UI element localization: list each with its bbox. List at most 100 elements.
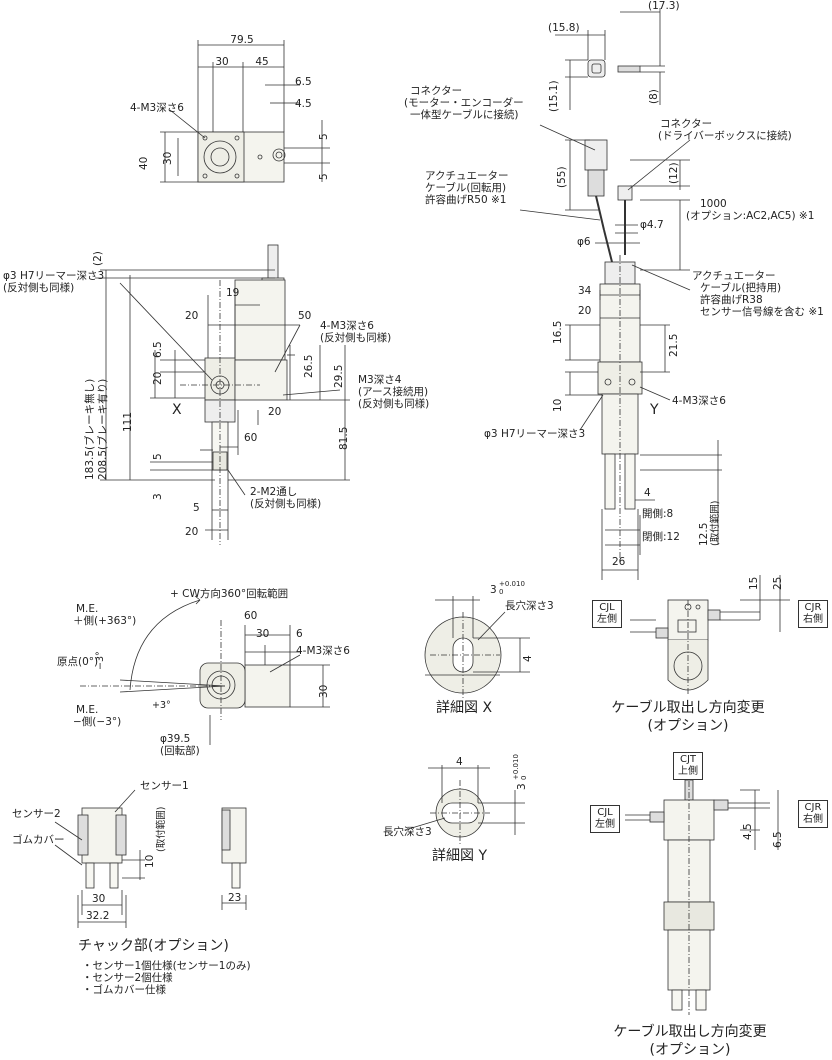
chuck-dim-30: 30 [92, 893, 106, 905]
label-plus-side: ＋側(+363°) [73, 615, 137, 627]
detail-x-title: 詳細図 X [436, 700, 493, 716]
label-mount-range-side: (取付範囲) [710, 500, 721, 546]
label-connector-2: コネクター [660, 118, 713, 130]
label-cable-rot-2: ケーブル(回転用) [425, 182, 507, 194]
dim-15-8: (15.8) [548, 22, 580, 34]
rotation-view-drawing [80, 595, 330, 745]
dim-30-top: 30 [215, 56, 229, 68]
dim-29-5: 29.5 [333, 364, 345, 388]
dim-6-rot: 6 [296, 628, 303, 640]
label-connector-1-sub2: 一体型ケーブルに接続) [410, 109, 519, 121]
label-cw-range: + CW方向360°回転範囲 [170, 588, 289, 600]
dim-20-front-c: 20 [268, 406, 282, 418]
cable1-title: ケーブル取出し方向変更 [611, 700, 765, 716]
dim-12: (12) [668, 162, 680, 184]
dim-20-side: 20 [578, 305, 592, 317]
cable1-dim-25: 25 [772, 576, 784, 590]
label-phi3-front: φ3 H7リーマー深さ3 [3, 270, 105, 282]
detail-y-tol-lower: 0 [520, 775, 528, 780]
label-4-m3-top: 4-M3深さ6 [130, 102, 184, 114]
label-connector-1: コネクター [410, 85, 463, 97]
cjl-code-2: CJL [597, 807, 613, 818]
dim-20-front-b: 20 [152, 371, 164, 385]
label-4-m3-side: 4-M3深さ6 [672, 395, 726, 407]
front-view-drawing [95, 244, 350, 545]
cjr-side-1: 右側 [803, 614, 823, 625]
dim-79-5: 79.5 [230, 34, 254, 46]
label-opposite-2: (反対側も同様) [320, 332, 392, 344]
connector-drawing [519, 8, 691, 271]
cjl-code-1: CJL [599, 602, 615, 613]
label-sensor2: センサー2 [12, 808, 61, 820]
detail-y-title: 詳細図 Y [432, 848, 488, 864]
dim-2: (2) [92, 251, 104, 266]
cjt-side: 上側 [678, 766, 698, 777]
detail-y-dim-3: 3 [516, 783, 528, 790]
cjr-code-2: CJR [804, 802, 822, 813]
chuck-mount-range: (取付範囲) [156, 806, 167, 852]
detail-x-dim-3: 3 [490, 584, 497, 596]
label-cable-rot-1: アクチュエーター [425, 170, 509, 182]
cjr-code-1: CJR [804, 602, 822, 613]
dim-50: 50 [298, 310, 312, 322]
label-4-m3-rot: 4-M3深さ6 [296, 645, 350, 657]
dim-45: 45 [255, 56, 269, 68]
label-4-m3-front: 4-M3深さ6 [320, 320, 374, 332]
cjt-code: CJT [679, 754, 697, 765]
label-cable-grip-3: 許容曲げR38 [700, 294, 763, 306]
cable-option-1-drawing [630, 575, 790, 695]
dim-6-5-front: 6.5 [152, 341, 164, 358]
dim-26: 26 [612, 556, 626, 568]
cable-option-2-drawing [625, 760, 779, 1015]
cable2-dim-4-5: 4.5 [742, 823, 754, 840]
detail-y-slot: 長穴深さ3 [383, 826, 432, 838]
dim-5-front-b: 5 [193, 502, 200, 514]
detail-x-dim-4: 4 [522, 655, 534, 662]
cable2-subtitle: (オプション) [649, 1042, 731, 1058]
dim-20-front-a: 20 [185, 310, 199, 322]
dim-111: 111 [122, 411, 134, 432]
chuck-item-3: ・ゴムカバー仕様 [82, 984, 166, 996]
chuck-item-1: ・センサー1個仕様(センサー1のみ) [82, 960, 251, 972]
label-view-y: Y [650, 402, 659, 418]
cable2-dim-6-5: 6.5 [772, 831, 784, 848]
cable2-title: ケーブル取出し方向変更 [613, 1024, 767, 1040]
dim-55: (55) [556, 166, 568, 188]
label-sensor1: センサー1 [140, 780, 189, 792]
detail-y-drawing [404, 765, 525, 845]
label-2-m2: 2-M2通し [250, 486, 298, 498]
label-rubber-cover: ゴムカバー [12, 834, 65, 846]
dim-183-5: 183.5(ブレーキ無し) [84, 378, 96, 480]
label-cable-grip-4: センサー信号線を含む ※1 [700, 306, 824, 318]
dim-12-5: 12.5 [698, 522, 710, 546]
detail-x-slot: 長穴深さ3 [505, 600, 554, 612]
label-me-plus: M.E. [76, 603, 99, 615]
detail-x-tol-lower: 0 [499, 588, 504, 596]
chuck-title: チャック部(オプション) [78, 938, 229, 954]
label-option-ac: (オプション:AC2,AC5) ※1 [686, 210, 815, 222]
label-rot-part: (回転部) [160, 745, 200, 757]
chuck-option-drawing [54, 789, 247, 928]
label-plus-3deg: +3° [152, 700, 171, 711]
label-connector-2-sub: (ドライバーボックスに接続) [658, 130, 792, 142]
dim-phi4-7: φ4.7 [640, 219, 664, 231]
label-connector-1-sub1: (モーター・エンコーダー [404, 97, 524, 109]
label-origin: 原点(0°) [57, 656, 99, 668]
dim-5-front: 5 [152, 453, 164, 460]
dim-10-side: 10 [552, 398, 564, 412]
label-m3-depth4: M3深さ4 [358, 374, 402, 386]
dim-26-5: 26.5 [303, 354, 315, 378]
dim-60-front: 60 [244, 432, 258, 444]
dim-60-rot: 60 [244, 610, 258, 622]
chuck-dim-23: 23 [228, 892, 242, 904]
detail-y-dim-4: 4 [456, 756, 463, 768]
dim-phi39-5: φ39.5 [160, 733, 191, 745]
dim-4-5: 4.5 [295, 98, 312, 110]
label-cable-rot-3: 許容曲げR50 ※1 [425, 194, 507, 206]
dim-5-b: 5 [318, 173, 330, 180]
chuck-dim-10: 10 [144, 854, 156, 868]
detail-x-drawing [424, 596, 530, 700]
